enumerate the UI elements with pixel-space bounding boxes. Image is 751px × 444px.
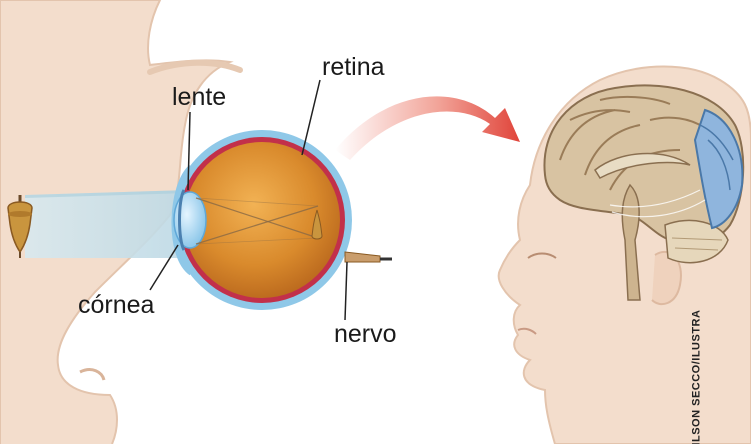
label-cornea: córnea bbox=[78, 293, 154, 318]
optic-nerve bbox=[345, 252, 392, 262]
label-retina: retina bbox=[322, 55, 385, 80]
eyeball bbox=[172, 130, 392, 310]
label-lente: lente bbox=[172, 85, 226, 110]
credit-text: ADILSON SECCO/ILUSTRA bbox=[691, 310, 703, 444]
curved-arrow-icon bbox=[335, 96, 520, 160]
retina-leader bbox=[302, 80, 320, 155]
nervo-leader bbox=[345, 262, 347, 320]
light-beam bbox=[25, 190, 190, 258]
label-nervo: nervo bbox=[334, 322, 397, 347]
